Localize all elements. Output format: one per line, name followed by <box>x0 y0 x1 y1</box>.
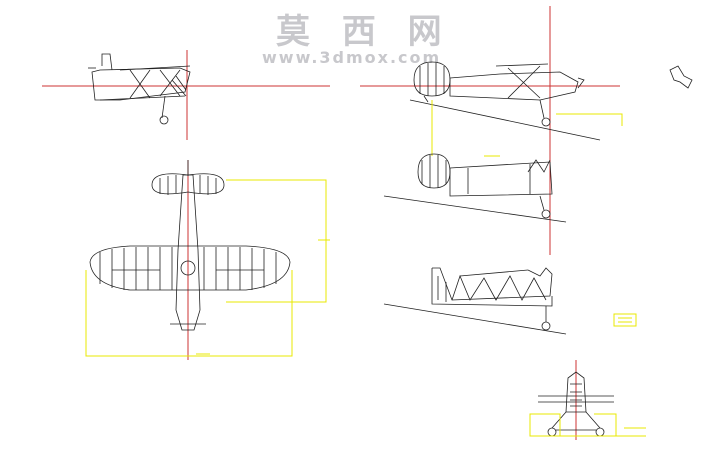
top-view <box>85 160 330 360</box>
detail-marker <box>669 65 693 89</box>
front-view <box>529 360 646 440</box>
biplane-side-icon <box>409 61 601 141</box>
watermark-title: 莫 西 网 <box>276 12 452 52</box>
dimension-lines <box>529 413 646 437</box>
fuselage-skin-view <box>383 153 567 223</box>
side-view-small <box>42 50 330 140</box>
detail-label-mark <box>613 313 637 327</box>
biplane-front-icon <box>538 371 614 437</box>
watermark-url: www.3dmox.com <box>262 48 442 67</box>
biplane-top-icon <box>89 160 291 331</box>
dimension-lines <box>85 179 330 357</box>
biplane-side-icon <box>88 53 191 125</box>
truss-frame-icon <box>383 267 567 335</box>
side-view-full <box>360 6 623 255</box>
dimension-lines <box>431 100 623 157</box>
fuselage-icon <box>383 153 567 223</box>
fuselage-frame-view <box>383 267 637 335</box>
